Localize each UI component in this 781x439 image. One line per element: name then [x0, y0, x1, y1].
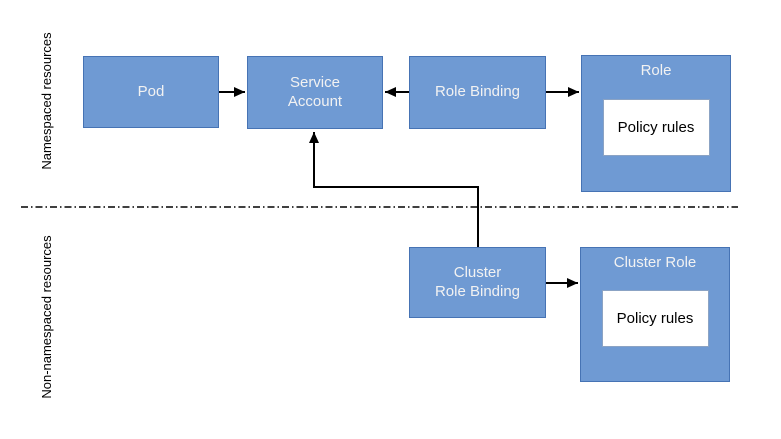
node-role-policy-rules-label: Policy rules [617, 119, 695, 136]
section-label-non-namespaced: Non-namespaced resources [39, 235, 54, 399]
node-role-title: Role [640, 62, 672, 79]
node-pod-label: Pod [137, 82, 165, 100]
node-cluster-role-policy-rules: Policy rules [601, 290, 709, 347]
section-label-namespaced: Namespaced resources [39, 32, 54, 170]
node-pod: Pod [83, 56, 219, 128]
node-cluster-role-binding-label: Cluster Role Binding [434, 263, 521, 300]
node-cluster-role-binding: Cluster Role Binding [409, 247, 546, 318]
node-role: Role Policy rules [581, 55, 731, 192]
node-role-binding-label: Role Binding [434, 83, 521, 101]
node-cluster-role: Cluster Role Policy rules [580, 247, 730, 382]
arrow-cluster-role-binding-to-service-account [309, 132, 479, 247]
node-role-binding: Role Binding [409, 56, 546, 129]
node-service-account-label: Service Account [287, 73, 343, 110]
node-cluster-role-title: Cluster Role [613, 254, 697, 271]
node-service-account: Service Account [247, 56, 383, 129]
node-role-policy-rules: Policy rules [602, 99, 710, 156]
node-cluster-role-policy-rules-label: Policy rules [616, 310, 694, 327]
